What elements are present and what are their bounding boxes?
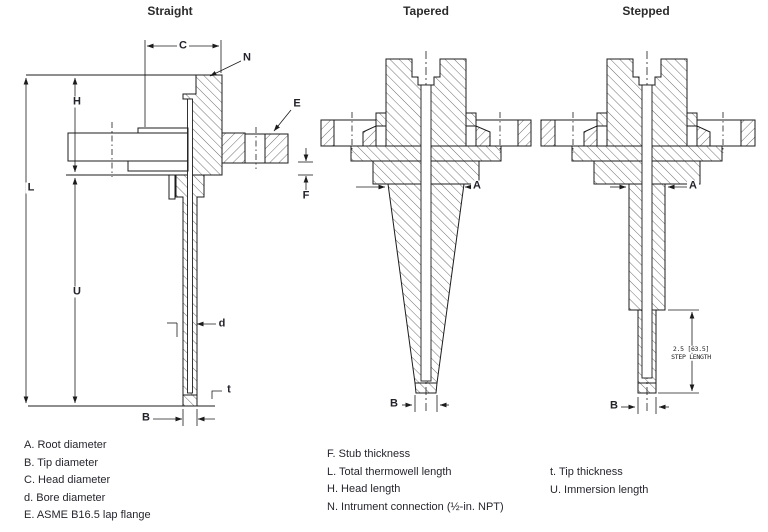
flange-weld-left	[362, 125, 377, 147]
tapered-title: Tapered	[403, 4, 449, 18]
stepped-tip-cap	[637, 382, 657, 394]
lap-flange-right-section	[264, 133, 289, 164]
straight-dimensions	[23, 40, 313, 426]
legend-item: H. Head length	[327, 483, 401, 495]
head-tab-right	[465, 112, 477, 127]
label-immersion-length: U	[71, 285, 83, 298]
tapered-dimensions	[356, 184, 472, 412]
legend-column-2: F. Stub thickness L. Total thermowell le…	[327, 446, 504, 516]
tapered-drawing	[320, 51, 532, 414]
label-lap-flange: E	[291, 97, 303, 110]
label-tip-diameter-straight: B	[140, 411, 152, 424]
legend-item: U. Immersion length	[550, 483, 649, 496]
leader-N	[209, 59, 244, 77]
leader-t	[211, 390, 222, 399]
tapered-bore	[420, 84, 432, 382]
legend-item: d. Bore diameter	[24, 491, 106, 504]
lap-flange-top-lip	[137, 127, 189, 134]
label-stub-thickness: F	[300, 189, 312, 202]
stepped-title: Stepped	[622, 4, 670, 18]
label-tip-thickness: t	[225, 383, 233, 396]
legend-item: F. Stub thickness	[327, 448, 411, 460]
head-tab-right	[686, 112, 698, 127]
flange-weld-right	[475, 125, 491, 147]
head-tab-left	[375, 112, 387, 127]
stepped-bore	[641, 84, 653, 379]
legend-item: E. ASME B16.5 lap flange	[24, 509, 151, 521]
legend-column-1: A. Root diameter B. Tip diameter C. Head…	[24, 437, 151, 525]
flange-weld-right	[696, 125, 711, 147]
step-length-caption: STEP LENGTH	[670, 352, 712, 361]
legend-item: B. Tip diameter	[24, 456, 98, 469]
legend-item: t. Tip thickness	[550, 466, 623, 478]
lap-sleeve-end	[168, 175, 176, 200]
tapered-tip-cap	[414, 382, 438, 394]
straight-bore	[187, 98, 193, 394]
lap-flange-bottom-lip	[127, 160, 189, 172]
legend-item: L. Total thermowell length	[327, 465, 452, 478]
label-head-length: H	[71, 95, 83, 108]
label-total-length: L	[25, 181, 37, 194]
lap-collar-section	[221, 132, 246, 164]
label-instrument-connection: N	[241, 51, 253, 64]
straight-body-section	[175, 74, 223, 396]
flange-weld-left	[583, 125, 598, 147]
label-tip-diameter-stepped: B	[608, 399, 620, 412]
legend-item: N. Intrument connection (½-in. NPT)	[327, 500, 504, 513]
legend-item: C. Head diameter	[24, 474, 111, 486]
label-bore-diameter: d	[216, 317, 228, 330]
stepped-drawing	[540, 51, 756, 414]
straight-title: Straight	[147, 4, 193, 18]
flange-end-right	[740, 119, 756, 147]
straight-tip-cap	[182, 394, 198, 407]
flange-end-right	[517, 119, 532, 147]
straight-drawing	[23, 40, 313, 426]
head-tab-left	[596, 112, 608, 127]
lap-flange-body	[67, 132, 189, 162]
label-root-diameter-stepped: A	[687, 179, 699, 192]
label-head-diameter: C	[177, 39, 189, 52]
step-length-value: 2.5 [63.5]	[671, 344, 711, 353]
label-tip-diameter-tapered: B	[388, 397, 400, 410]
flange-end-left	[540, 119, 556, 147]
legend-column-3: t. Tip thickness U. Immersion length	[550, 464, 648, 499]
flange-end-left	[320, 119, 335, 147]
legend-item: A. Root diameter	[24, 439, 107, 451]
leader-E	[273, 109, 292, 132]
label-root-diameter-tapered: A	[471, 179, 483, 192]
